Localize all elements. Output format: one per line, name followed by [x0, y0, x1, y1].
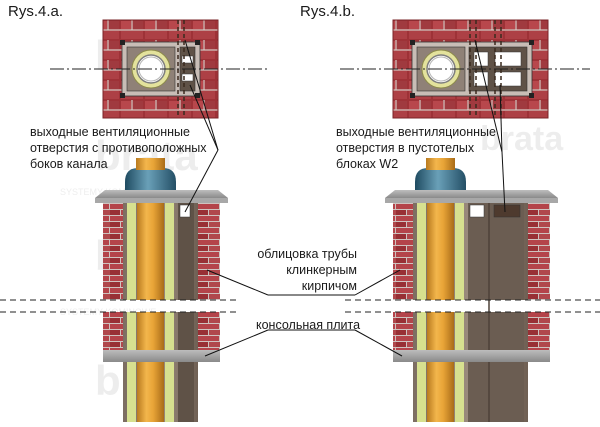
leader-lines [184, 39, 506, 357]
left-outlets-note: выходные вентиляционные отверстия с прот… [30, 124, 206, 172]
cladding-line: клинкерным [286, 263, 357, 277]
right-section-view [385, 158, 558, 422]
figure-title-a: Rys.4.a. [8, 3, 64, 20]
right-outlets-line: отверстия в пустотелых [336, 141, 475, 155]
watermark-text: brata [480, 120, 564, 158]
console-note: консольная плита [256, 318, 361, 332]
right-outlets-line: выходные вентиляционные [336, 125, 496, 139]
left-outlets-line: выходные вентиляционные [30, 125, 190, 139]
cladding-line: кирпичом [301, 279, 357, 293]
right-outlets-line: блоках W2 [336, 157, 399, 171]
cladding-line: облицовка трубы [257, 247, 357, 261]
cladding-note: облицовка трубы клинкерным кирпичом [257, 246, 357, 294]
left-section-view [95, 158, 228, 422]
left-outlets-line: боков канала [30, 157, 108, 171]
figure-title-b: Rys.4.b. [300, 3, 356, 20]
break-lines [0, 299, 600, 313]
right-outlets-note: выходные вентиляционные отверстия в пуст… [336, 124, 496, 172]
left-outlets-line: отверстия с противоположных [30, 141, 207, 155]
